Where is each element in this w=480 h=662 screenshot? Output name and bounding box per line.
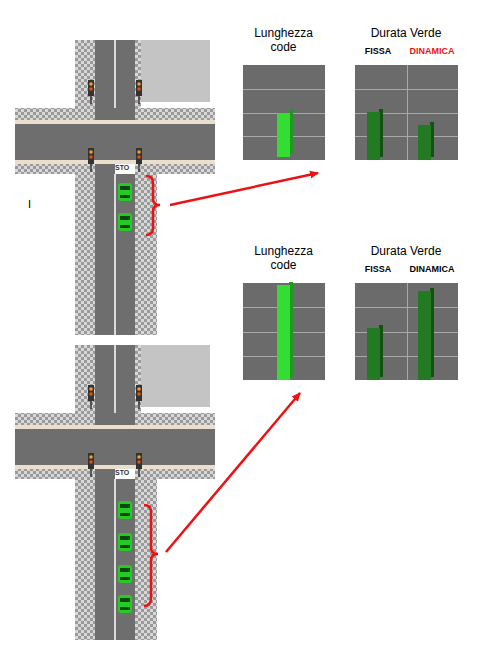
chart-title: Lunghezza code xyxy=(236,26,331,55)
chart-background xyxy=(243,65,325,160)
chart-title: Durata Verde xyxy=(350,26,462,40)
column-label: DINAMICA xyxy=(402,264,462,275)
grid-line xyxy=(243,89,325,90)
chart-panel: Lunghezza code xyxy=(236,22,331,162)
bar xyxy=(277,113,290,157)
bar xyxy=(367,328,380,380)
bar xyxy=(367,112,380,160)
chart-panel: Lunghezza code xyxy=(236,240,331,382)
chart-background xyxy=(355,65,458,160)
column-divider xyxy=(407,283,408,380)
chart-panel: Durata VerdeFISSADINAMICA xyxy=(350,22,462,162)
chart-title: Lunghezza code xyxy=(236,244,331,273)
bar xyxy=(277,285,290,380)
bar xyxy=(418,125,431,160)
figure-mark: I xyxy=(28,199,31,210)
column-label: FISSA xyxy=(350,264,406,275)
column-label: DINAMICA xyxy=(402,46,462,57)
chart-title: Durata Verde xyxy=(350,244,462,258)
stop-marking: STO xyxy=(115,469,129,476)
chart-background xyxy=(243,283,325,380)
stop-marking: STO xyxy=(115,164,129,171)
column-label: FISSA xyxy=(350,46,406,57)
chart-panel: Durata VerdeFISSADINAMICA xyxy=(350,240,462,382)
chart-background xyxy=(355,283,458,380)
bar xyxy=(418,291,431,380)
column-divider xyxy=(407,65,408,160)
